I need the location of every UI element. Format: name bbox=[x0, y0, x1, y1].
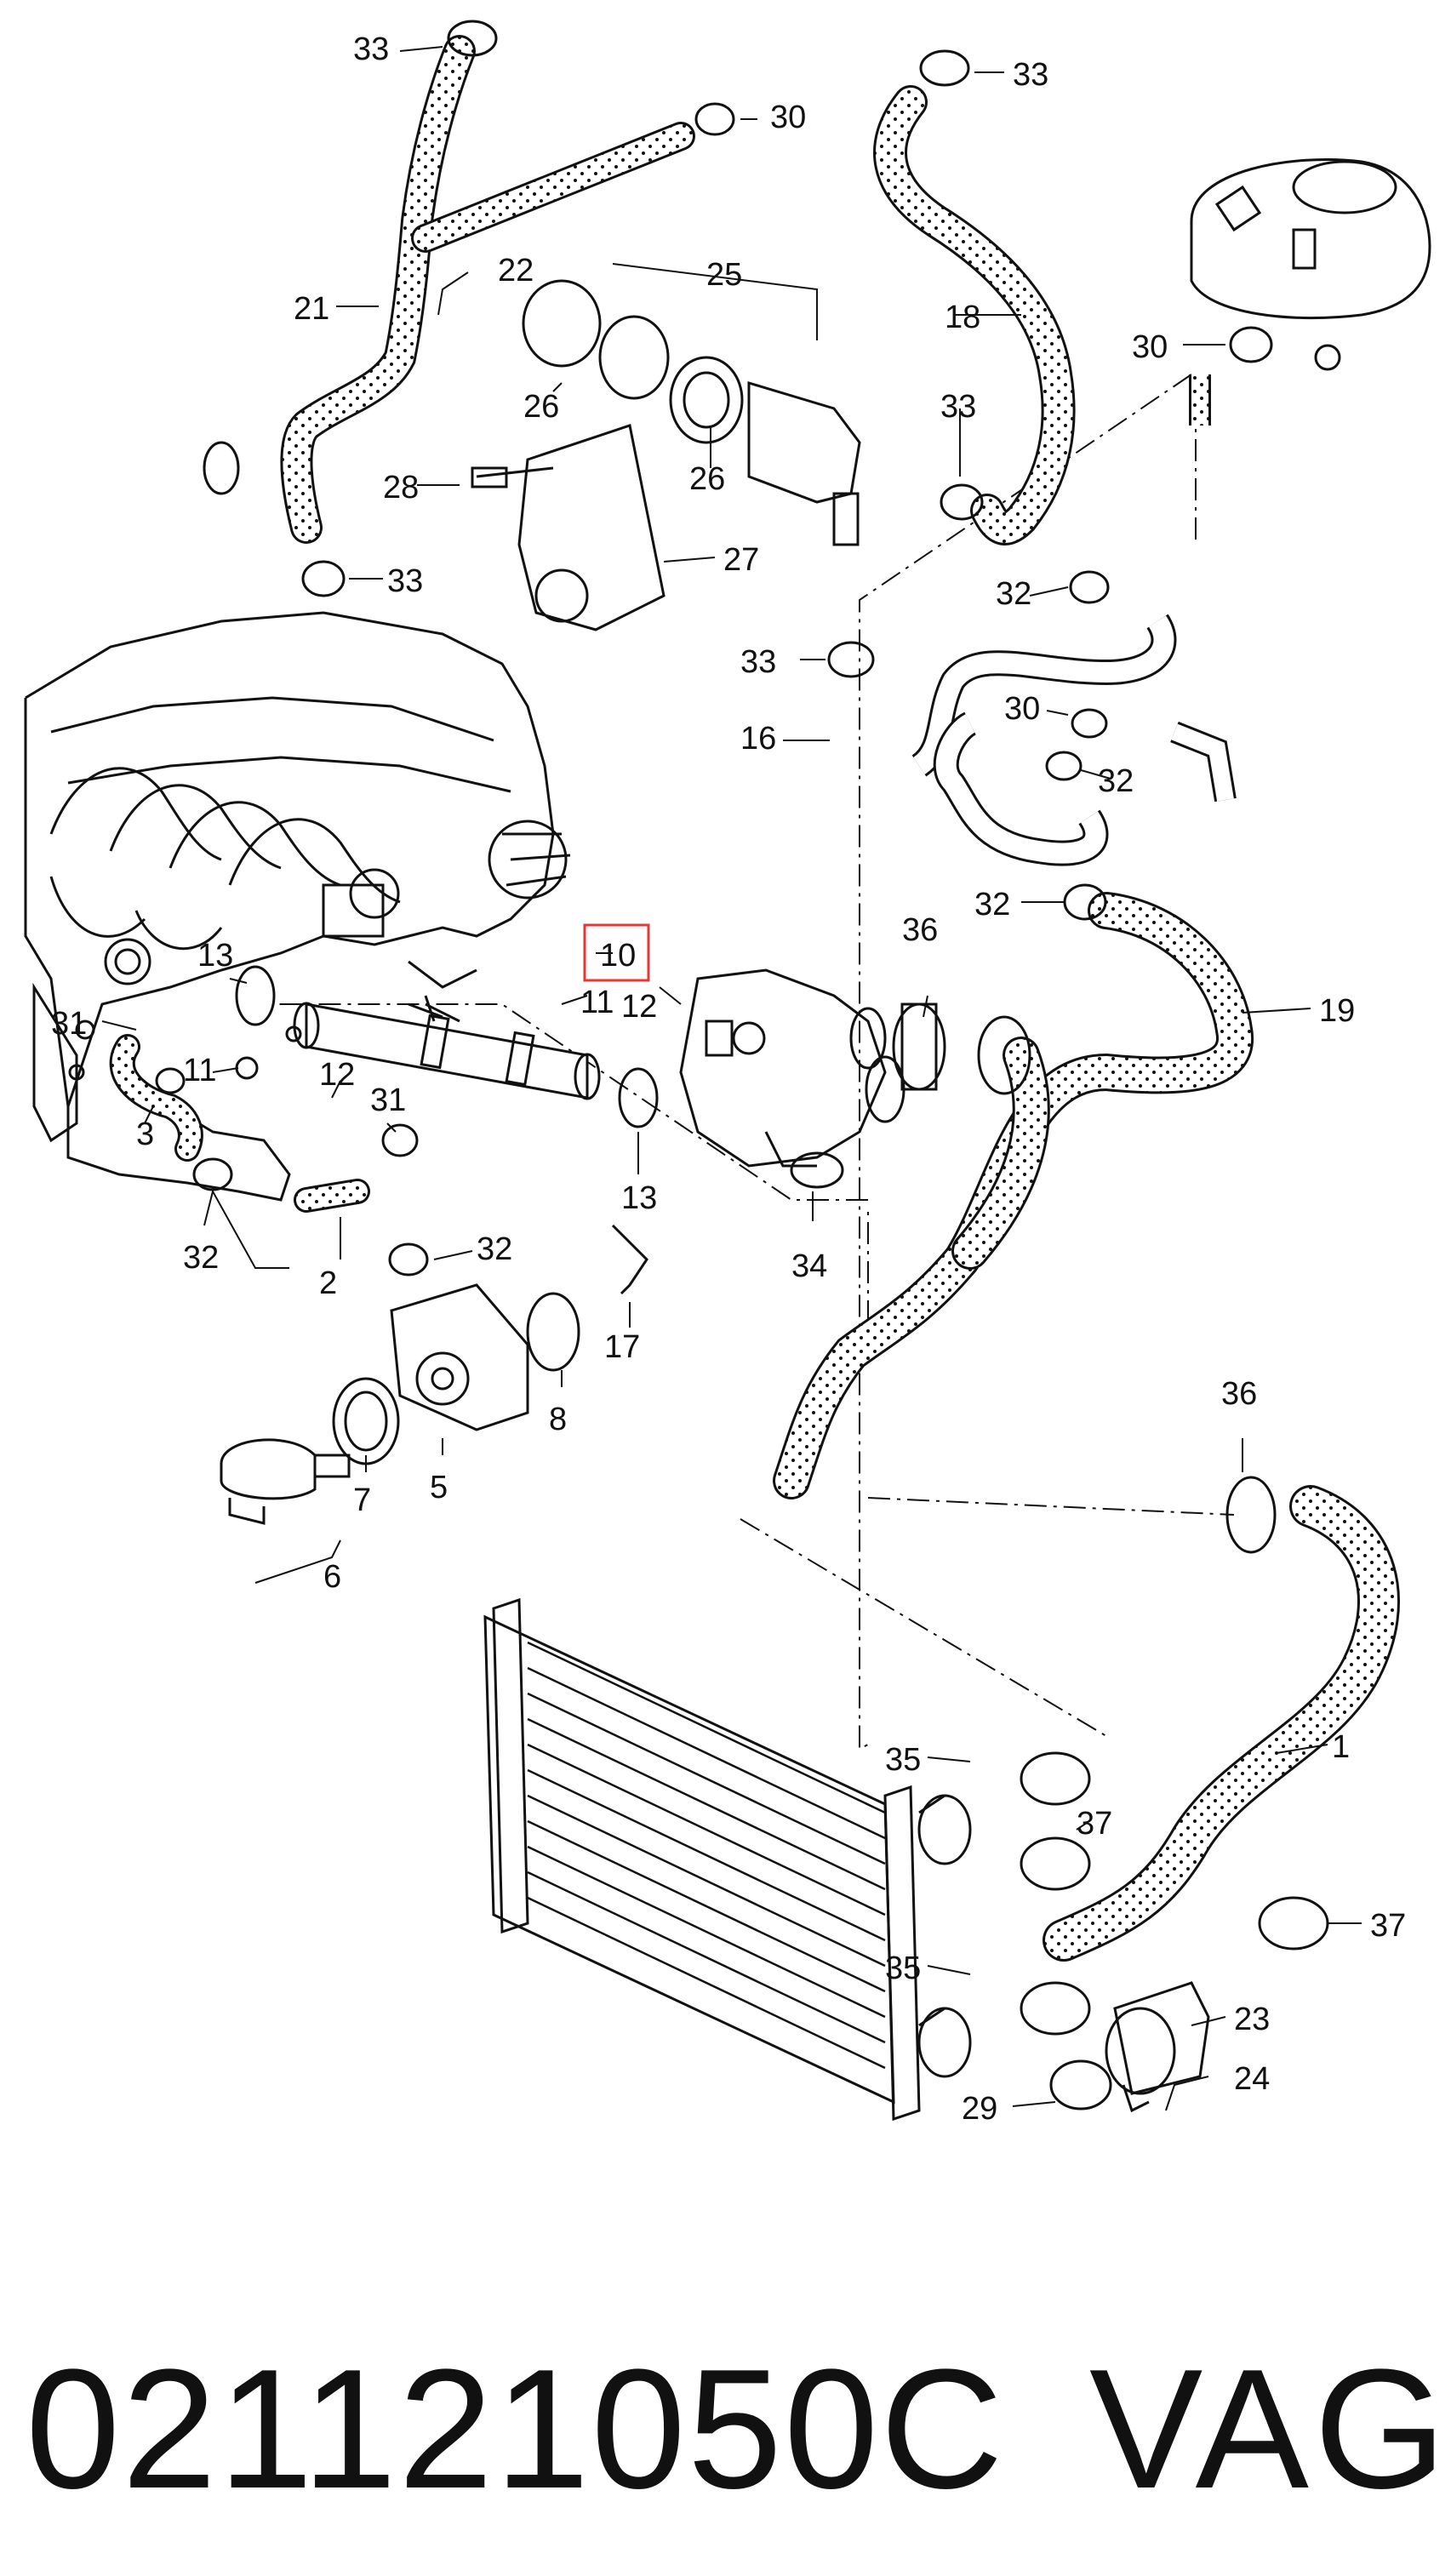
callout-26-b: 26 bbox=[689, 461, 725, 497]
coolant-pipe bbox=[235, 965, 659, 1128]
engine-block bbox=[24, 611, 571, 1202]
callout-13-b: 13 bbox=[621, 1180, 657, 1216]
callout-12-a: 12 bbox=[621, 989, 657, 1025]
callout-24: 24 bbox=[1234, 2061, 1270, 2097]
brand-label: VAG bbox=[1089, 2334, 1451, 2524]
callout-12-b: 12 bbox=[319, 1057, 355, 1093]
callout-21: 21 bbox=[294, 291, 329, 327]
expansion-tank bbox=[1190, 158, 1431, 371]
callout-17: 17 bbox=[604, 1329, 640, 1365]
callout-32-c: 32 bbox=[974, 887, 1010, 922]
callout-34: 34 bbox=[791, 1248, 827, 1284]
callout-36-b: 36 bbox=[1221, 1376, 1257, 1412]
coolant-system-diagram: 33 30 33 22 25 21 18 26 33 28 26 30 33 2… bbox=[24, 20, 1431, 2127]
callout-32-e: 32 bbox=[477, 1231, 512, 1267]
callout-35-b: 35 bbox=[885, 1951, 921, 1986]
callout-30-c: 30 bbox=[1004, 691, 1040, 727]
callout-6: 6 bbox=[323, 1559, 341, 1595]
callout-8: 8 bbox=[549, 1402, 567, 1437]
callout-32-a: 32 bbox=[996, 576, 1031, 612]
callout-30-a: 30 bbox=[770, 100, 806, 135]
callout-13-a: 13 bbox=[197, 938, 233, 974]
callout-31-b: 31 bbox=[370, 1082, 406, 1118]
callout-33-c: 33 bbox=[940, 389, 976, 425]
callout-18: 18 bbox=[945, 300, 980, 335]
callout-33-d: 33 bbox=[387, 563, 423, 599]
thermostat-housing bbox=[679, 968, 1031, 1189]
callout-19: 19 bbox=[1319, 993, 1355, 1029]
callout-22: 22 bbox=[498, 253, 534, 288]
callout-30-b: 30 bbox=[1132, 329, 1168, 365]
callout-25: 25 bbox=[706, 257, 742, 293]
callout-10: 10 bbox=[600, 938, 636, 974]
hoses bbox=[109, 35, 1400, 1962]
callout-27: 27 bbox=[723, 542, 759, 578]
callout-37-a: 37 bbox=[1077, 1806, 1112, 1842]
part-number-label: 021121050C bbox=[26, 2334, 1005, 2524]
callout-29: 29 bbox=[962, 2091, 997, 2127]
callout-35-a: 35 bbox=[885, 1742, 921, 1778]
callout-32-b: 32 bbox=[1098, 763, 1134, 799]
callout-33-a: 33 bbox=[353, 31, 389, 67]
callout-labels: 33 30 33 22 25 21 18 26 33 28 26 30 33 2… bbox=[51, 31, 1406, 2127]
callout-7: 7 bbox=[353, 1482, 371, 1518]
oil-cooler-assembly bbox=[220, 995, 580, 1525]
callout-33-e: 33 bbox=[740, 644, 776, 680]
callout-32-d: 32 bbox=[183, 1240, 219, 1276]
highlight-box bbox=[583, 923, 650, 982]
hose-clamps bbox=[155, 20, 1329, 2036]
flange-assembly bbox=[471, 279, 861, 631]
callout-5: 5 bbox=[430, 1470, 448, 1505]
callout-37-b: 37 bbox=[1370, 1908, 1406, 1944]
callout-11-a: 11 bbox=[580, 985, 614, 1020]
lower-thermostat bbox=[1049, 1981, 1210, 2113]
callout-23: 23 bbox=[1234, 2002, 1270, 2037]
callout-36-a: 36 bbox=[902, 912, 938, 948]
callout-31-a: 31 bbox=[51, 1006, 87, 1042]
callout-28: 28 bbox=[383, 470, 419, 505]
callout-3: 3 bbox=[136, 1117, 154, 1152]
callout-33-b: 33 bbox=[1013, 57, 1048, 93]
leader-lines bbox=[101, 46, 1362, 2111]
callout-11-b: 11 bbox=[183, 1053, 216, 1088]
callout-1: 1 bbox=[1332, 1729, 1350, 1765]
radiator bbox=[483, 1597, 972, 2122]
radiator-fins bbox=[527, 1641, 886, 2070]
callout-26-a: 26 bbox=[523, 389, 559, 425]
callout-2: 2 bbox=[319, 1265, 337, 1301]
callout-16: 16 bbox=[740, 721, 776, 757]
